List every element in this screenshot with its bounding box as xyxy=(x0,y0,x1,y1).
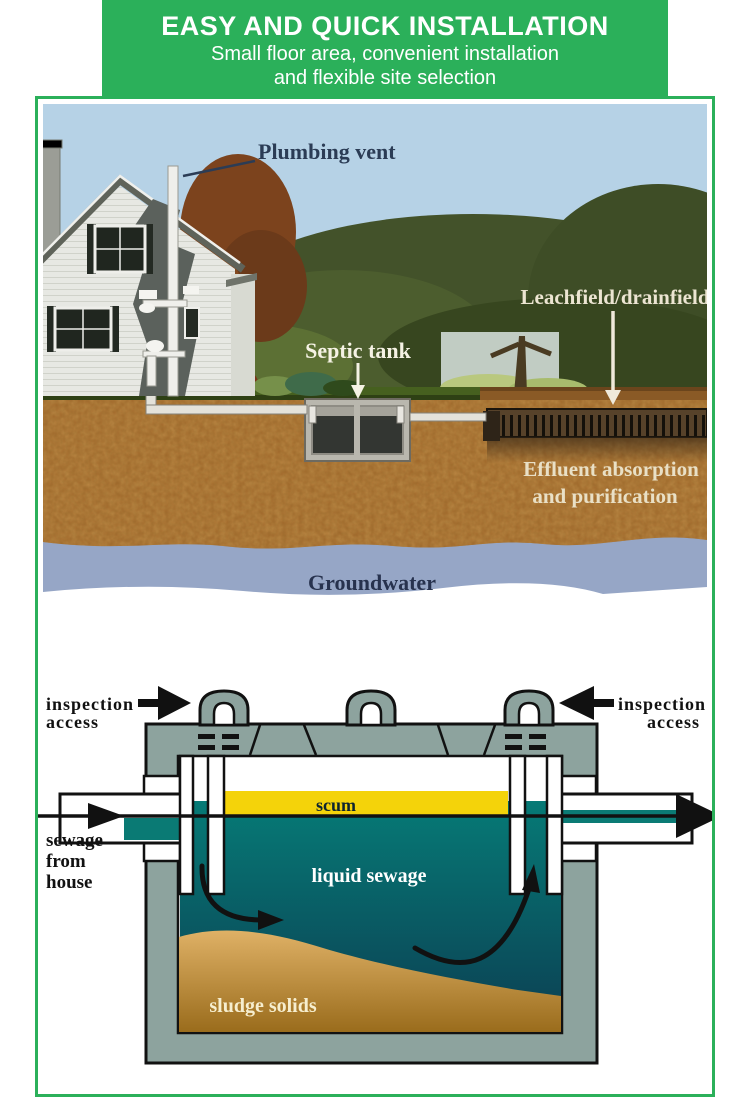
plumbing-vent-label: Plumbing vent xyxy=(258,139,396,164)
inspection-ports xyxy=(198,689,555,727)
groundwater-label: Groundwater xyxy=(308,570,436,595)
inspection-arrow-right xyxy=(559,686,614,720)
inspection-access-right-line1: inspection xyxy=(618,694,706,714)
content-panel: Plumbing vent Septic tank Leachfield/dra… xyxy=(35,96,715,1097)
effluent-label-line2: and purification xyxy=(532,484,678,508)
header-banner: EASY AND QUICK INSTALLATION Small floor … xyxy=(102,0,668,96)
illustration-labels: Plumbing vent Septic tank Leachfield/dra… xyxy=(182,139,708,595)
inspection-access-left-line1: inspection xyxy=(46,694,134,714)
distribution-box xyxy=(483,411,500,441)
groundwater-bottom-fade xyxy=(43,583,707,601)
sewage-from-house-line2: from xyxy=(46,851,86,872)
inlet-flow-arrowhead xyxy=(88,803,124,829)
effluent-label-line1: Effluent absorption xyxy=(523,457,699,481)
house-wing xyxy=(231,274,255,396)
inspection-access-left-line2: access xyxy=(46,712,99,732)
vent-pipe xyxy=(167,165,179,397)
leachfield-label: Leachfield/drainfield xyxy=(521,285,708,309)
inspection-port-left xyxy=(198,689,250,727)
inlet-pipe-liquid xyxy=(124,818,181,840)
sewage-from-house-line3: house xyxy=(46,872,92,893)
sludge-solids-region xyxy=(179,930,561,1032)
liquid-sewage-label: liquid sewage xyxy=(311,865,426,887)
buried-septic-tank xyxy=(304,398,411,462)
inspection-port-right xyxy=(503,689,555,727)
roof xyxy=(43,174,246,273)
inspection-arrow-left xyxy=(138,686,191,720)
internal-flow-arrows xyxy=(199,863,540,965)
septic-tank-arrow xyxy=(351,363,365,399)
inspection-access-right-line2: access xyxy=(647,712,700,732)
leachfield-arrow xyxy=(605,311,621,405)
scum-layer xyxy=(221,791,508,817)
house xyxy=(43,139,257,397)
scum-label: scum xyxy=(316,795,356,815)
lower-window xyxy=(47,306,119,352)
baffle-pipes xyxy=(178,754,564,896)
banner-title: EASY AND QUICK INSTALLATION xyxy=(161,11,609,41)
cross-section-labels: inspection access inspection access sewa… xyxy=(46,686,706,1017)
leachfield-trench xyxy=(483,408,707,463)
lid-joints xyxy=(248,724,497,756)
sewage-from-house-line1: sewage xyxy=(46,830,103,851)
septic-tank-label: Septic tank xyxy=(305,338,412,363)
tree-trunk xyxy=(514,336,527,394)
inspection-port-center xyxy=(345,689,397,727)
plumbing-vent-leader-line xyxy=(182,159,256,178)
interior-plumbing xyxy=(139,165,199,397)
upper-window xyxy=(87,224,153,274)
lid-hatch-marks xyxy=(198,734,546,750)
septic-system-illustration: Plumbing vent Septic tank Leachfield/dra… xyxy=(43,104,707,601)
banner-subtitle-line2: and flexible site selection xyxy=(273,67,497,90)
tank-cross-section-diagram: inspection access inspection access sewa… xyxy=(38,686,712,1065)
banner-subtitle-line1: Small floor area, convenient installatio… xyxy=(211,43,559,66)
outlet-flow-arrowhead xyxy=(676,794,712,838)
underground-pipes xyxy=(145,385,487,422)
sludge-solids-label: sludge solids xyxy=(209,995,316,1017)
wing-window xyxy=(184,307,200,339)
